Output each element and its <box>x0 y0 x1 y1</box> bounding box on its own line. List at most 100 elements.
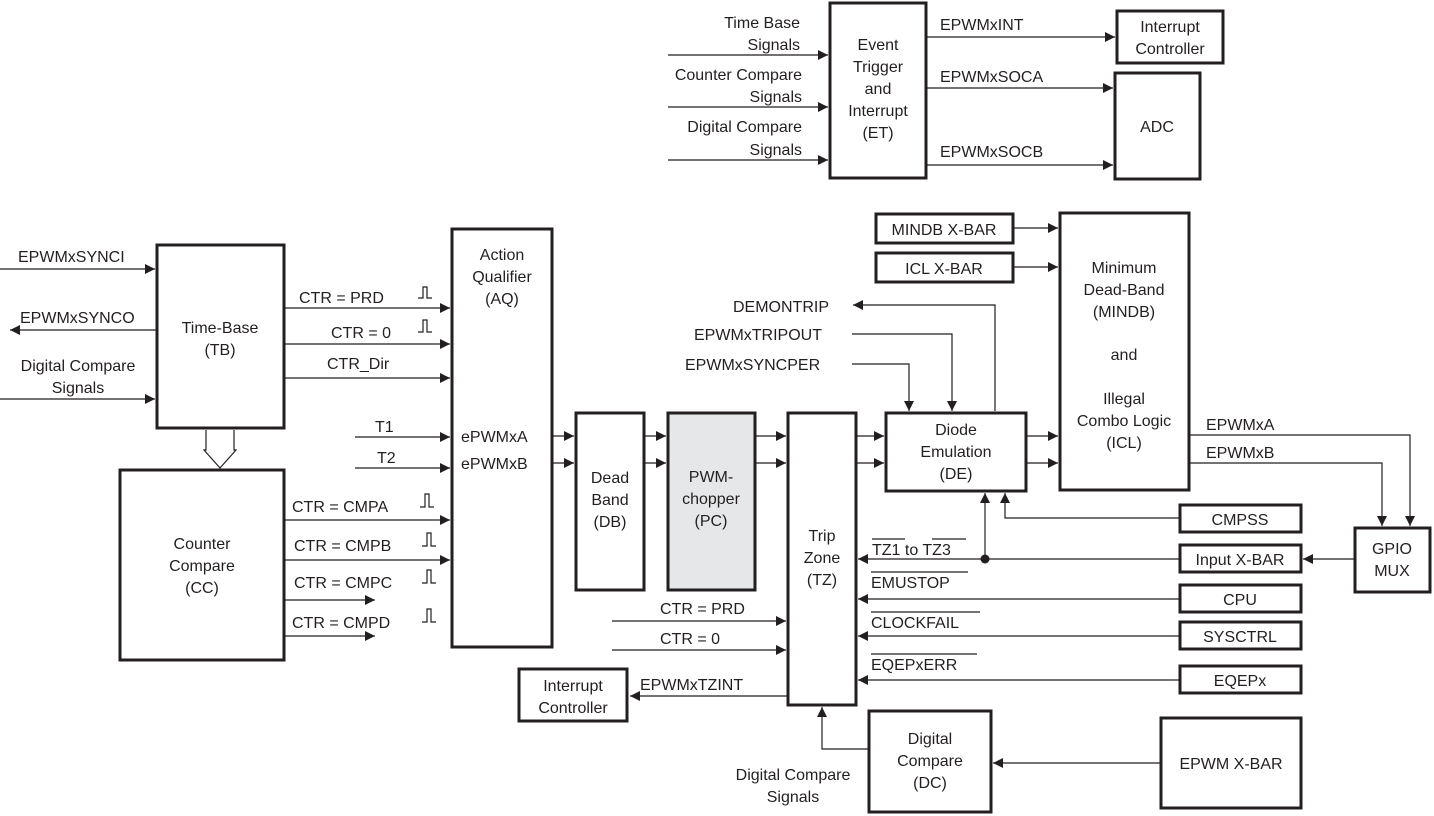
svg-text:Interrupt: Interrupt <box>848 103 908 120</box>
mindb-icl-block: Minimum Dead-Band (MINDB) and Illegal Co… <box>1058 211 1191 492</box>
svg-text:Signals: Signals <box>52 380 104 397</box>
svg-text:Counter: Counter <box>174 536 232 553</box>
svg-text:Trip: Trip <box>809 528 836 545</box>
svg-text:(DE): (DE) <box>940 466 973 483</box>
svg-text:Digital Compare: Digital Compare <box>21 358 136 375</box>
svg-text:Digital: Digital <box>908 731 952 748</box>
ctr-prd-pulse-icon <box>418 286 432 299</box>
counter-compare-block: Counter Compare (CC) <box>118 468 286 662</box>
counter-compare-signals-label: Counter Compare Signals <box>675 67 802 106</box>
time-base-block: Time-Base (TB) <box>155 243 286 430</box>
input-xbar-block: Input X-BAR <box>1178 543 1303 574</box>
action-qualifier-block: Action Qualifier (AQ) <box>450 227 554 649</box>
epwmx-tripout-arrow <box>852 333 957 411</box>
svg-text:Digital Compare: Digital Compare <box>687 119 802 136</box>
svg-text:GPIO: GPIO <box>1372 541 1412 558</box>
ctr-dir-label: CTR_Dir <box>327 356 390 373</box>
epwmx-int-label: EPWMxINT <box>940 17 1024 34</box>
time-base-signals-label: Time Base Signals <box>724 15 800 54</box>
svg-text:EPWM X-BAR: EPWM X-BAR <box>1179 756 1282 773</box>
svg-text:ADC: ADC <box>1140 119 1174 136</box>
svg-text:Counter Compare: Counter Compare <box>675 67 802 84</box>
svg-text:Zone: Zone <box>804 550 841 567</box>
epwmx-synco-label: EPWMxSYNCO <box>20 310 135 327</box>
svg-text:Interrupt: Interrupt <box>1140 19 1200 36</box>
icl-xbar-block: ICL X-BAR <box>874 251 1015 284</box>
junction-dot <box>980 554 990 564</box>
svg-text:Diode: Diode <box>935 422 977 439</box>
ctr-cmpd-label: CTR = CMPD <box>292 615 390 632</box>
svg-text:Event: Event <box>858 37 899 54</box>
svg-text:(PC): (PC) <box>695 513 728 530</box>
epwmx-tripout-label: EPWMxTRIPOUT <box>694 327 822 344</box>
svg-text:(TB): (TB) <box>204 342 235 359</box>
interrupt-controller-bottom-block: Interrupt Controller <box>517 667 629 723</box>
svg-text:Interrupt: Interrupt <box>543 678 603 695</box>
svg-text:MINDB X-BAR: MINDB X-BAR <box>892 222 997 239</box>
sysctrl-block: SYSCTRL <box>1178 620 1303 651</box>
cmpss-to-de-arrow <box>1000 493 1180 519</box>
svg-text:(DC): (DC) <box>913 775 947 792</box>
svg-text:Time Base: Time Base <box>724 15 800 32</box>
svg-text:EMUSTOP: EMUSTOP <box>871 575 950 592</box>
epwmxb-out-arrow <box>1189 462 1387 526</box>
eqepx-block: EQEPx <box>1178 664 1303 695</box>
svg-text:ICL X-BAR: ICL X-BAR <box>905 261 983 278</box>
svg-text:Dead-Band: Dead-Band <box>1084 282 1165 299</box>
ctr-cmpc-label: CTR = CMPC <box>294 575 392 592</box>
svg-text:Digital Compare: Digital Compare <box>736 767 851 784</box>
svg-text:Qualifier: Qualifier <box>472 269 532 286</box>
ctr-cmpb-label: CTR = CMPB <box>294 538 391 555</box>
svg-text:Signals: Signals <box>748 37 800 54</box>
ctr-cmpa-label: CTR = CMPA <box>292 499 388 516</box>
event-trigger-block: Event Trigger and Interrupt (ET) <box>828 1 928 180</box>
svg-text:CMPSS: CMPSS <box>1212 512 1269 529</box>
digital-compare-signals-top-label: Digital Compare Signals <box>687 119 802 159</box>
svg-text:chopper: chopper <box>682 491 740 508</box>
gpio-mux-block: GPIO MUX <box>1353 526 1432 594</box>
svg-text:Illegal: Illegal <box>1103 391 1145 408</box>
epwmxa-out-label: EPWMxA <box>1206 417 1275 434</box>
cmpss-block: CMPSS <box>1178 503 1303 534</box>
digital-compare-signals-left-label: Digital Compare Signals <box>21 358 136 397</box>
ctr-cmpc-pulse-icon <box>422 569 436 584</box>
ctr-cmpa-pulse-icon <box>420 493 434 508</box>
epwmx-socb-label: EPWMxSOCB <box>940 144 1043 161</box>
aq-epwmxb-label: ePWMxB <box>461 456 528 473</box>
pwm-chopper-block: PWM- chopper (PC) <box>666 411 757 592</box>
svg-text:PWM-: PWM- <box>689 469 733 486</box>
svg-text:(TZ): (TZ) <box>807 572 837 589</box>
emustop-label: EMUSTOP <box>871 571 968 592</box>
digital-compare-block: Digital Compare (DC) <box>867 709 993 814</box>
svg-text:(ET): (ET) <box>862 125 893 142</box>
svg-text:(MINDB): (MINDB) <box>1093 304 1155 321</box>
svg-text:(AQ): (AQ) <box>485 291 519 308</box>
svg-text:(CC): (CC) <box>185 580 219 597</box>
interrupt-controller-top-block: Interrupt Controller <box>1115 9 1225 65</box>
ctr-cmpd-pulse-icon <box>422 608 436 623</box>
epwmx-syncper-label: EPWMxSYNCPER <box>685 357 820 374</box>
svg-text:Signals: Signals <box>750 89 802 106</box>
svg-text:and: and <box>865 81 892 98</box>
epwmx-tzint-label: EPWMxTZINT <box>640 677 743 694</box>
clockfail-label: CLOCKFAIL <box>871 611 980 632</box>
diode-emulation-block: Diode Emulation (DE) <box>884 411 1028 493</box>
svg-text:Compare: Compare <box>897 753 963 770</box>
svg-text:(DB): (DB) <box>594 514 627 531</box>
svg-text:Signals: Signals <box>750 142 802 159</box>
cpu-block: CPU <box>1178 583 1303 614</box>
svg-text:Emulation: Emulation <box>920 444 991 461</box>
tz1-to-tz3-label: TZ1 to TZ3 <box>872 538 966 559</box>
ctr-prd-label: CTR = PRD <box>299 290 384 307</box>
svg-text:Controller: Controller <box>538 700 608 717</box>
aq-epwmxa-label: ePWMxA <box>461 429 528 446</box>
epwm-xbar-block: EPWM X-BAR <box>1159 716 1303 810</box>
svg-text:Action: Action <box>480 247 524 264</box>
digital-compare-signals-bottom-label: Digital Compare Signals <box>736 767 851 806</box>
demontrip-arrow <box>853 300 996 411</box>
svg-text:Band: Band <box>591 492 628 509</box>
ctr-zero-pulse-icon <box>418 319 432 333</box>
dc-to-tz-arrow <box>817 707 869 750</box>
t2-label: T2 <box>377 450 396 467</box>
